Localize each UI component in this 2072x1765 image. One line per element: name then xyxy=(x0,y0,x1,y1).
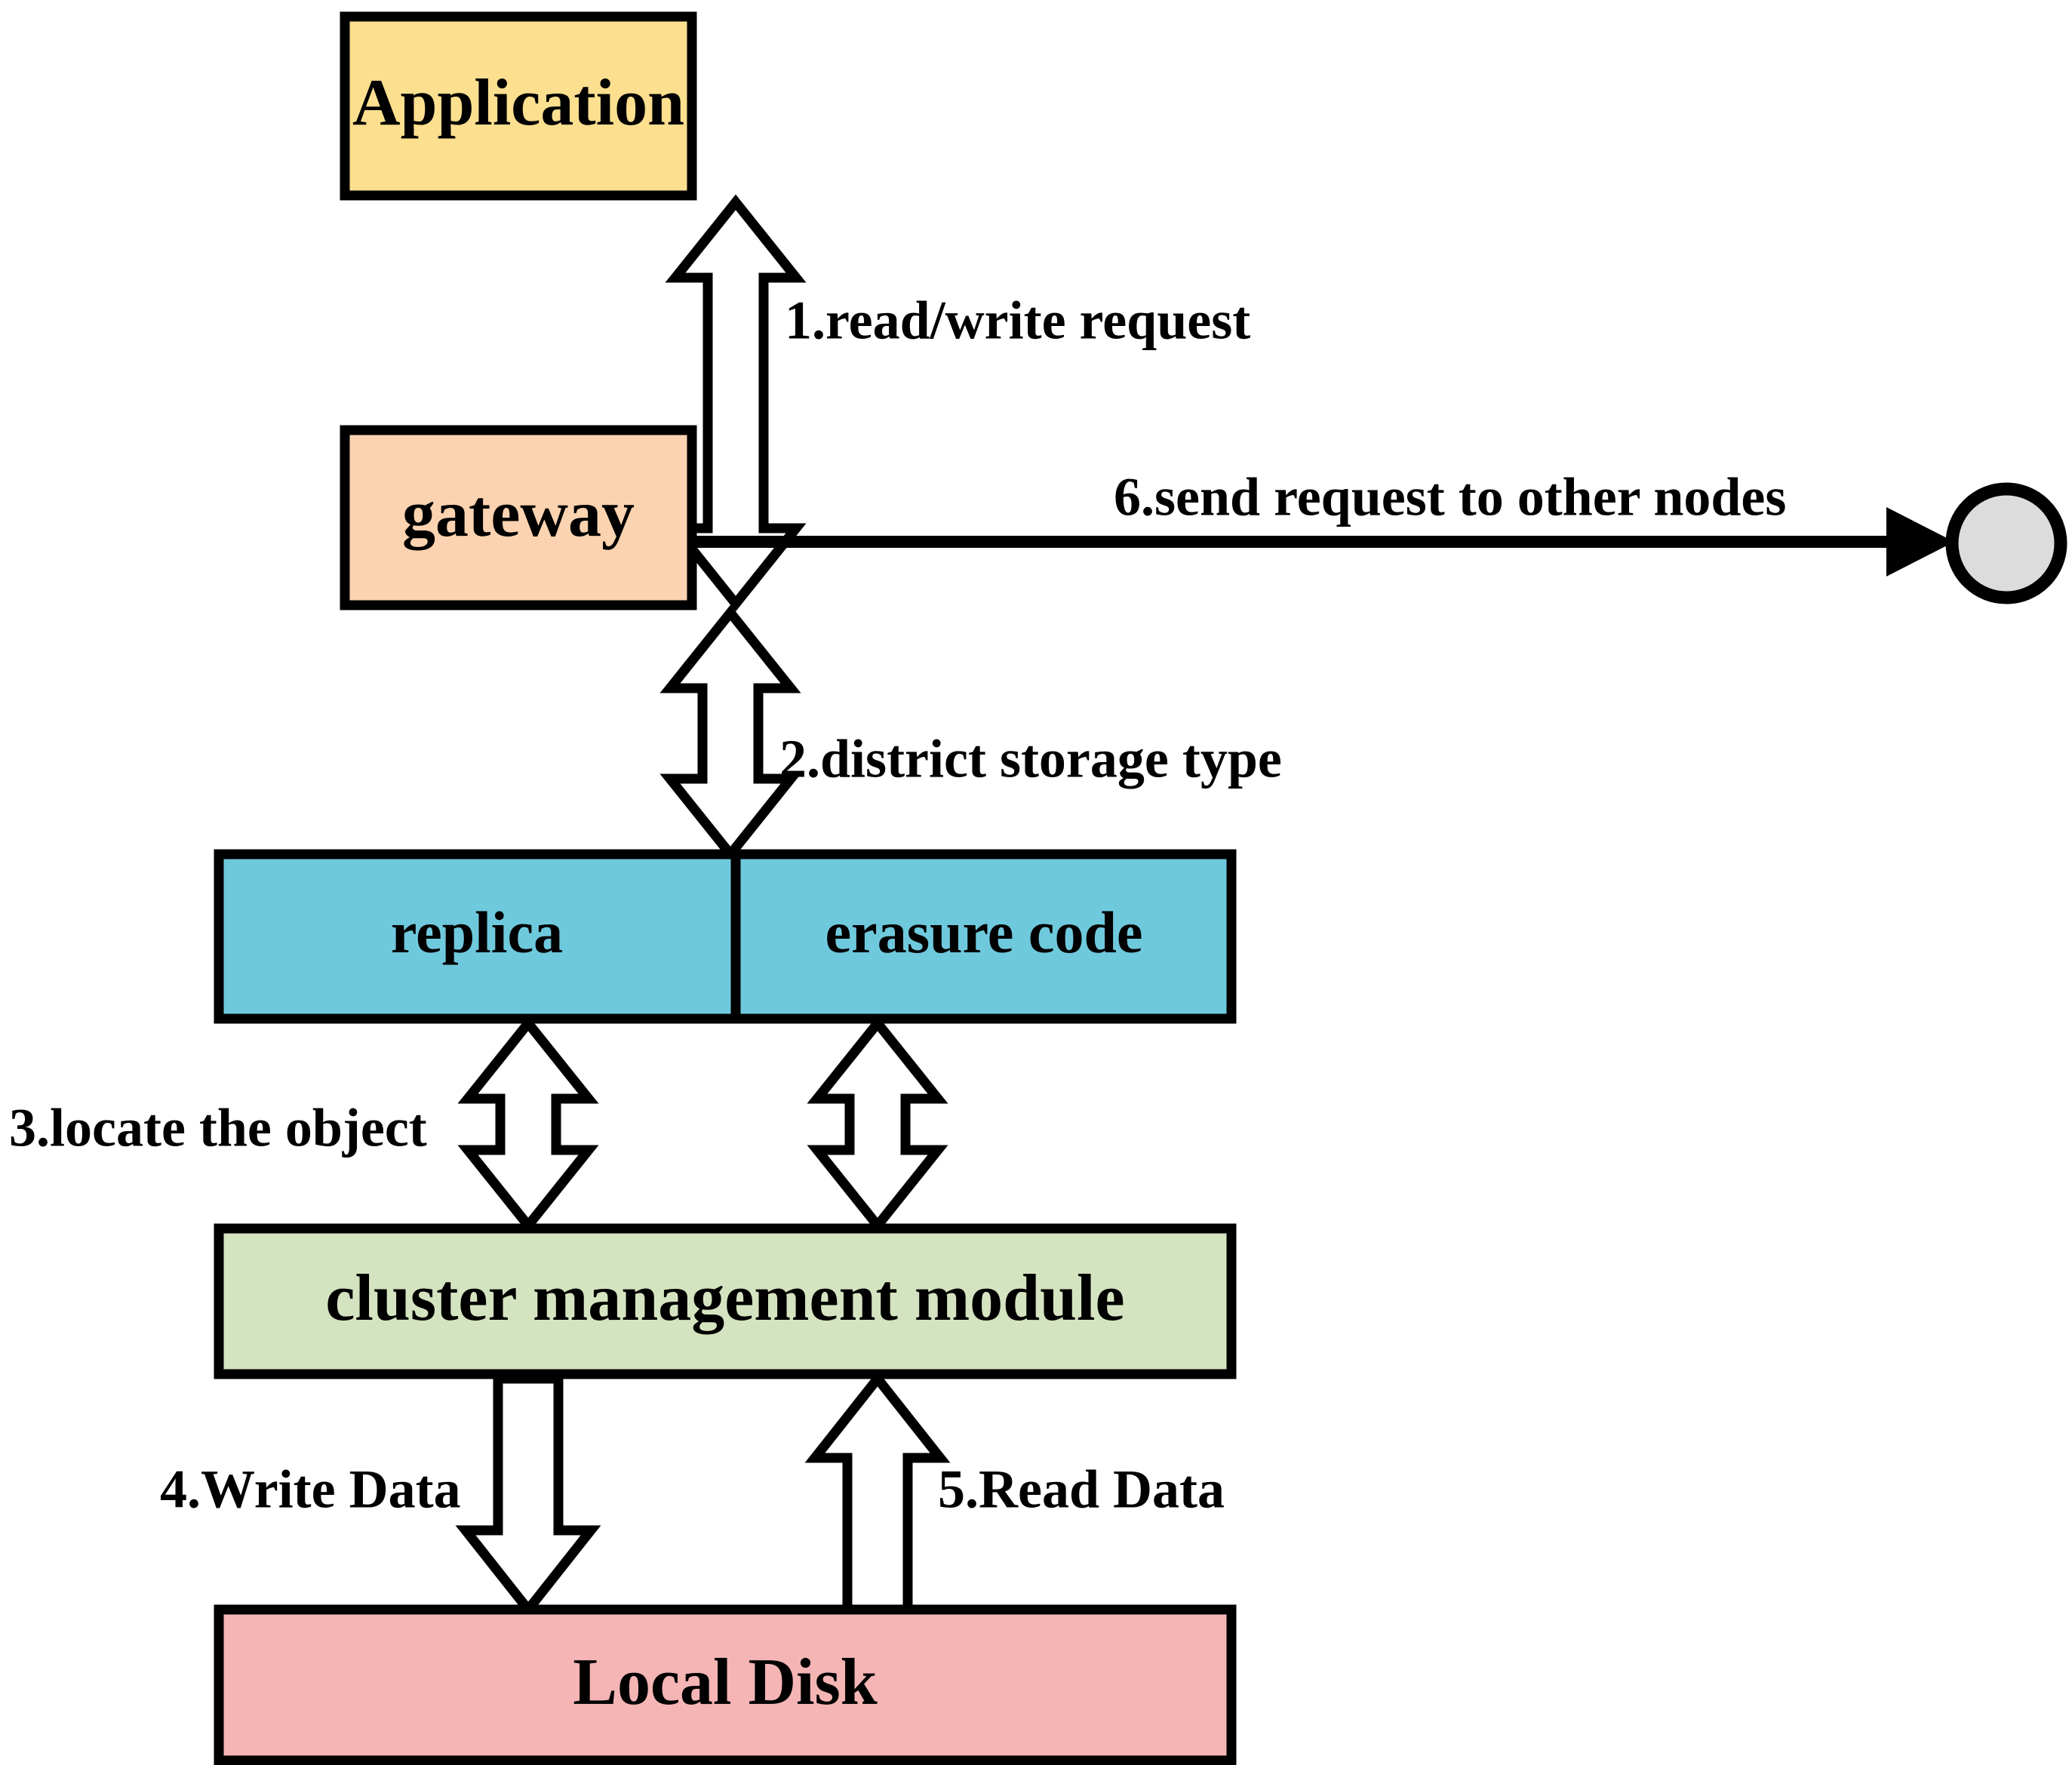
local-disk-box[interactable] xyxy=(214,1604,1237,1765)
up-arrow-icon xyxy=(804,1370,951,1615)
double-arrow-icon-right xyxy=(807,1015,948,1234)
double-arrow-icon xyxy=(665,194,807,612)
edge-1-label: 1.read/write request xyxy=(785,291,1250,351)
edge-6-label: 6.send request to other nodes xyxy=(1114,467,1786,527)
gateway-label: gateway xyxy=(402,478,635,551)
edge-4-label: 4.Write Data xyxy=(160,1459,461,1520)
edge-5-read-data xyxy=(804,1370,951,1615)
edge-6-send-request-other-nodes xyxy=(694,507,1954,577)
erasure-code-label: erasure code xyxy=(825,899,1143,965)
arrow-head-icon xyxy=(1886,507,1954,577)
gateway-box[interactable] xyxy=(340,425,697,610)
cluster-management-module-label: cluster management module xyxy=(325,1262,1124,1335)
local-disk-label: Local Disk xyxy=(573,1646,877,1719)
application-label: Application xyxy=(352,66,684,140)
edge-3-locate-the-object xyxy=(457,1015,948,1234)
edge-2-label: 2.district storage type xyxy=(779,729,1282,789)
replica-label: replica xyxy=(391,899,563,965)
double-arrow-icon xyxy=(659,604,801,863)
node-local-disk[interactable]: Local Disk xyxy=(214,1604,1237,1765)
cluster-management-module-box[interactable] xyxy=(214,1223,1237,1379)
node-storage-type-row: replica erasure code xyxy=(214,849,1237,1024)
node-gateway[interactable]: gateway xyxy=(340,425,697,610)
edge-4-write-data xyxy=(455,1373,601,1618)
application-box[interactable] xyxy=(340,11,697,201)
other-node-circle[interactable] xyxy=(1945,482,2067,604)
replica-box[interactable] xyxy=(214,849,741,1024)
edge-2-district-storage-type xyxy=(659,604,801,863)
double-arrow-icon-left xyxy=(457,1015,599,1234)
down-arrow-icon xyxy=(455,1373,601,1618)
node-application[interactable]: Application xyxy=(340,11,697,201)
erasure-code-box[interactable] xyxy=(730,849,1237,1024)
node-cluster-management-module[interactable]: cluster management module xyxy=(214,1223,1237,1379)
edge-3-label: 3.locate the object xyxy=(9,1098,427,1158)
edge-1-read-write-request xyxy=(665,194,807,612)
node-other-node[interactable] xyxy=(1945,482,2067,604)
edge-5-label: 5.Read Data xyxy=(938,1459,1225,1520)
